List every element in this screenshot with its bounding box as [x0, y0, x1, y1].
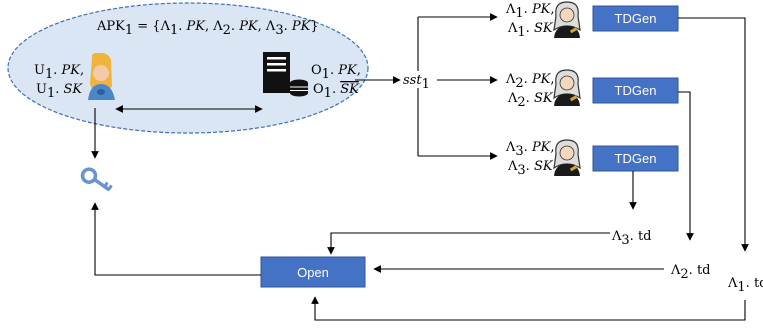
svg-text:Λ3. SK: Λ3. SK — [507, 159, 554, 178]
user-icon — [88, 52, 115, 100]
server-icon — [263, 52, 308, 97]
open-button[interactable]: Open — [260, 256, 366, 288]
authority-2-judge-icon — [553, 69, 581, 106]
authority-3-keys: Λ3. PK, Λ3. SK — [505, 140, 555, 178]
authority-1-keys: Λ1. PK, Λ1. SK — [505, 2, 555, 40]
sst-label: sst1 — [403, 73, 430, 92]
svg-text:Λ1. SK: Λ1. SK — [507, 21, 554, 40]
svg-text:Λ3. PK,: Λ3. PK, — [505, 140, 555, 159]
token-lambda1-td: Λ1. td — [727, 276, 763, 295]
svg-text:Λ2. SK: Λ2. SK — [507, 91, 554, 110]
svg-text:Λ2. PK,: Λ2. PK, — [505, 72, 555, 91]
authority-3-judge-icon — [553, 139, 581, 176]
trust-domain-ellipse — [7, 2, 369, 134]
svg-text:Λ1. PK,: Λ1. PK, — [505, 2, 555, 21]
authority-2-keys: Λ2. PK, Λ2. SK — [505, 72, 555, 110]
user-pk-label: U1. PK, — [34, 63, 84, 82]
user-sk-label: U1. SK — [36, 82, 83, 101]
token-to-open-arrows — [311, 232, 746, 321]
svg-text:TDGen: TDGen — [615, 83, 657, 98]
owner-sk-label: O1. SK — [313, 82, 360, 101]
svg-text:TDGen: TDGen — [615, 11, 657, 26]
owner-pk-label: O1. PK, — [311, 63, 361, 82]
token-lambda3-td: Λ3. td — [611, 229, 651, 248]
svg-text:TDGen: TDGen — [615, 151, 657, 166]
tdgen-output-arrows — [629, 17, 749, 252]
apk-expression: APK1 = {Λ1. PK, Λ2. PK, Λ3. PK} — [96, 19, 319, 38]
sst-distribution-arrows — [417, 13, 498, 160]
svg-text:Open: Open — [297, 265, 329, 280]
token-lambda2-td: Λ2. td — [670, 263, 710, 282]
authority-1-judge-icon — [553, 1, 581, 38]
tdgen-button-1[interactable]: TDGen — [592, 5, 679, 32]
tdgen-button-2[interactable]: TDGen — [592, 77, 679, 104]
open-to-key-arrow — [91, 202, 261, 276]
tdgen-button-3[interactable]: TDGen — [592, 145, 679, 172]
key-icon — [80, 167, 113, 192]
